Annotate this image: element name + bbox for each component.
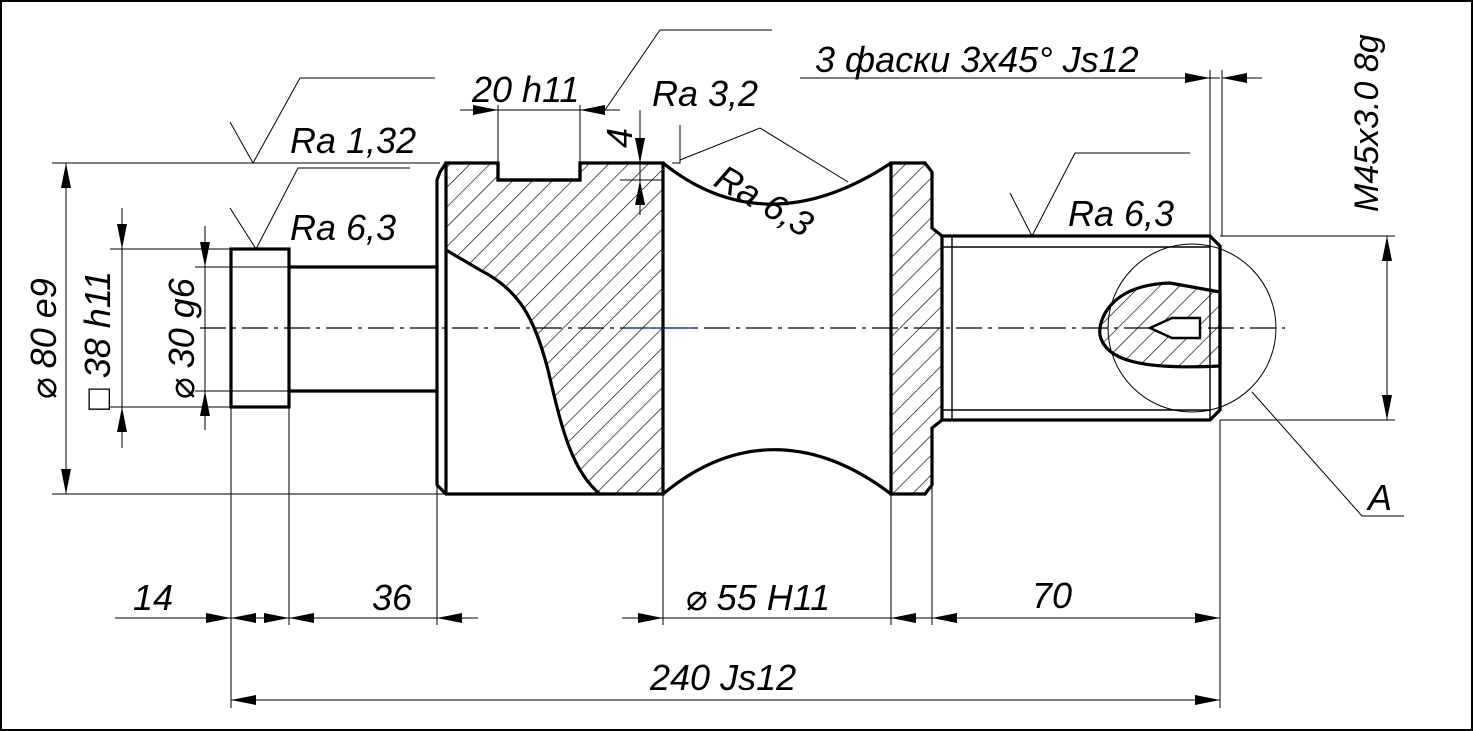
label-thread: M45x3.0 8g	[1348, 34, 1386, 212]
ext-thread	[1220, 235, 1395, 421]
ext-verticals	[230, 391, 1221, 708]
label-ra-32: Ra 3,2	[652, 73, 758, 114]
ra-symbol-63-right	[1009, 152, 1190, 238]
label-view-a: A	[1366, 477, 1392, 518]
label-slot-width: 20 h11	[471, 69, 579, 110]
label-dia-80: ⌀ 80 e9	[23, 278, 64, 400]
label-dia-30: ⌀ 30 g6	[161, 277, 202, 400]
label-dim-240: 240 Js12	[649, 657, 796, 698]
label-dim-36: 36	[372, 577, 413, 618]
slot-dim	[460, 105, 620, 163]
ra-symbol-132	[229, 77, 435, 165]
center-hole-cone	[1147, 316, 1202, 340]
detail-leader-a	[1251, 391, 1404, 517]
key-slot	[496, 163, 582, 182]
square-shank	[229, 247, 291, 409]
thread-minor	[942, 236, 1210, 420]
label-dim-14: 14	[133, 577, 173, 618]
label-ra-63-right: Ra 6,3	[1068, 193, 1174, 234]
label-chamfer-note: 3 фаски 3х45° Js12	[815, 39, 1139, 80]
ra-symbol-32	[672, 125, 681, 164]
right-flange-section	[889, 161, 944, 496]
ra-symbol-63-left	[229, 167, 410, 251]
ra-symbol-63-groove	[679, 127, 849, 183]
ext-30	[195, 266, 289, 392]
groove-bottom	[661, 448, 892, 496]
groove-top	[661, 161, 892, 206]
journal-30	[289, 265, 437, 393]
ext-38	[110, 248, 231, 408]
main-body-outline	[435, 162, 600, 496]
label-ra-63-groove: Ra 6,3	[708, 156, 820, 245]
label-dim-70: 70	[1032, 575, 1072, 616]
ext-80	[52, 162, 446, 495]
label-dia-55: ⌀ 55 H11	[685, 577, 830, 618]
label-ra-132: Ra 1,32	[290, 120, 416, 161]
detail-circle-a	[1107, 243, 1277, 413]
main-body-section	[444, 161, 665, 496]
label-slot-depth: 4	[599, 128, 640, 148]
chamfer-leader	[800, 70, 1223, 236]
label-square-38: □ 38 h11	[77, 271, 118, 410]
label-ra-63-left: Ra 6,3	[290, 207, 396, 248]
